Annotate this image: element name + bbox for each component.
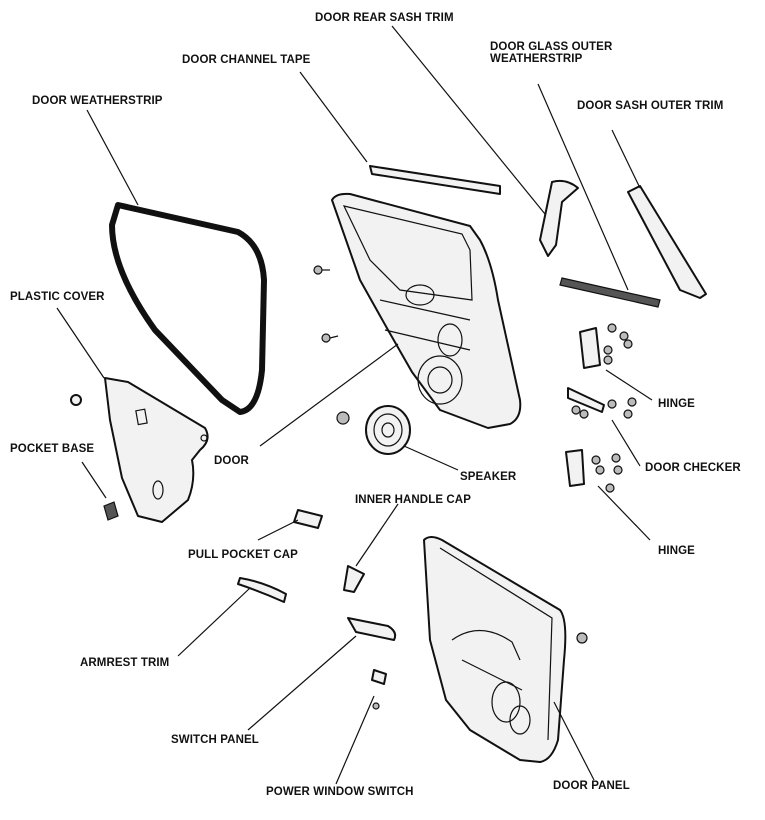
label-door-rear-sash-trim: DOOR REAR SASH TRIM — [315, 12, 454, 24]
label-power-window-switch: POWER WINDOW SWITCH — [266, 786, 414, 798]
label-speaker: SPEAKER — [460, 471, 517, 483]
hinge-upper-part — [579, 323, 633, 369]
inner-handle-cap-part — [343, 565, 365, 593]
door-checker-part — [567, 387, 637, 419]
door-panel-part — [423, 536, 567, 763]
speaker-part — [365, 405, 411, 455]
clip-icon — [70, 394, 82, 406]
door-channel-tape-part — [369, 165, 501, 195]
label-hinge-upper: HINGE — [658, 398, 695, 410]
door-rear-sash-trim-part — [539, 179, 579, 257]
label-pull-pocket-cap: PULL POCKET CAP — [188, 549, 298, 561]
power-window-switch-part — [371, 669, 387, 710]
hinge-lower-part — [565, 449, 623, 493]
door-part — [331, 192, 522, 429]
armrest-trim-part — [237, 577, 287, 603]
label-hinge-lower: HINGE — [658, 545, 695, 557]
label-door-panel: DOOR PANEL — [553, 780, 630, 792]
label-pocket-base: POCKET BASE — [10, 443, 95, 455]
label-armrest-trim: ARMREST TRIM — [80, 657, 170, 669]
door-bolt-icon — [313, 265, 350, 425]
label-door-glass-outer-weatherstrip-line1: DOOR GLASS OUTER — [490, 41, 613, 53]
label-plastic-cover: PLASTIC COVER — [10, 291, 105, 303]
pocket-base-part — [103, 501, 119, 521]
leader-lines — [56, 25, 653, 785]
door-sash-outer-trim-part — [627, 185, 707, 299]
switch-panel-part — [347, 617, 397, 641]
label-door-glass-outer-weatherstrip-line2: WEATHERSTRIP — [490, 53, 583, 65]
label-switch-panel: SWITCH PANEL — [171, 734, 259, 746]
plastic-cover-part — [104, 377, 209, 523]
label-inner-handle-cap: INNER HANDLE CAP — [355, 494, 471, 506]
label-door-weatherstrip: DOOR WEATHERSTRIP — [32, 95, 163, 107]
door-glass-outer-weatherstrip-part — [559, 277, 661, 308]
door-weatherstrip-part — [109, 202, 267, 415]
label-door-channel-tape: DOOR CHANNEL TAPE — [182, 54, 311, 66]
pull-pocket-cap-part — [293, 509, 323, 529]
label-door-checker: DOOR CHECKER — [645, 462, 741, 474]
door-panel-clip-icon — [576, 632, 588, 644]
label-door: DOOR — [214, 455, 249, 467]
label-door-sash-outer-trim: DOOR SASH OUTER TRIM — [577, 100, 724, 112]
